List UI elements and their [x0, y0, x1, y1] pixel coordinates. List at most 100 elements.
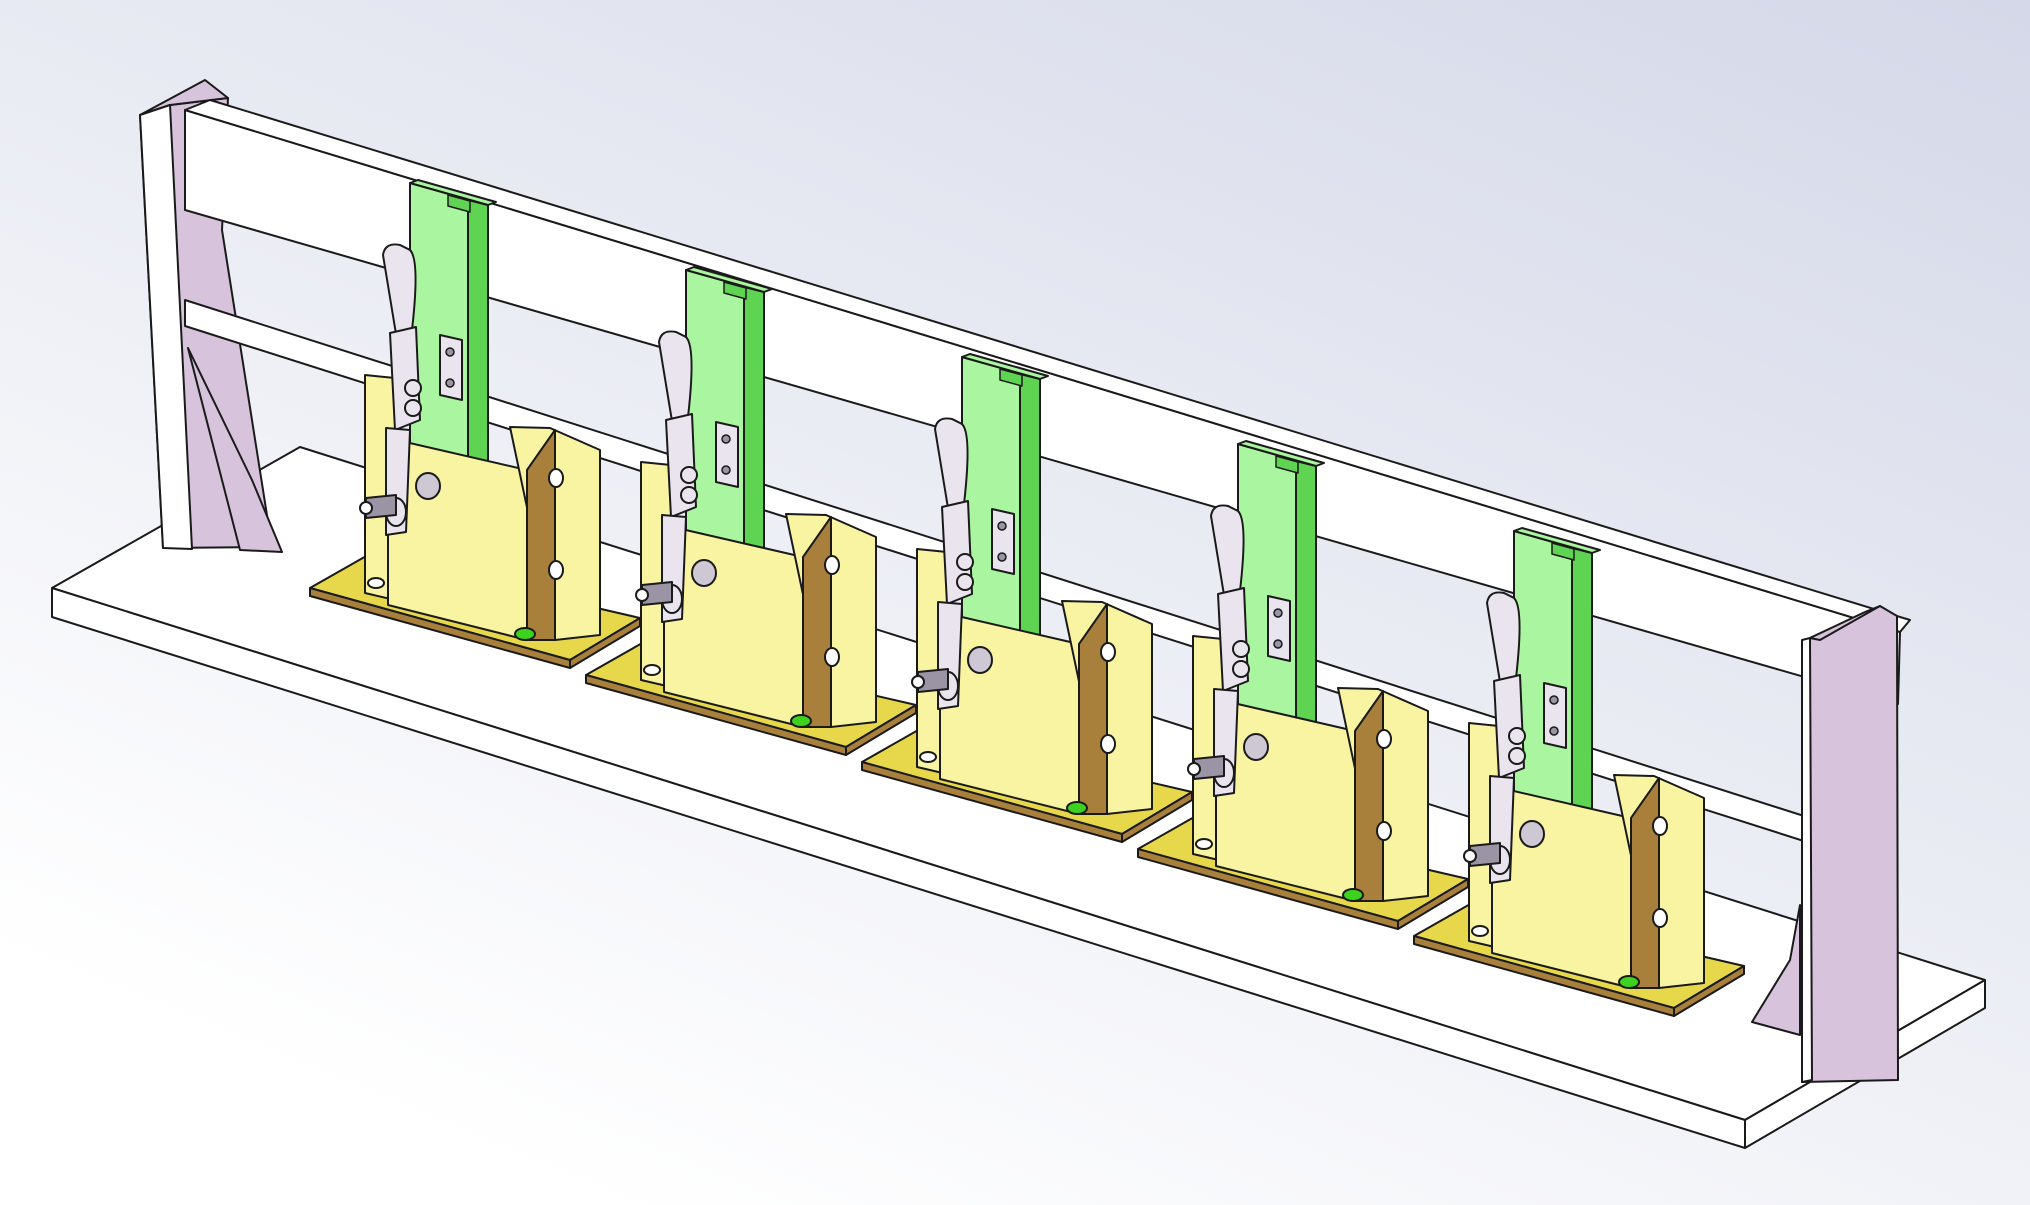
clamp-mount-plate	[439, 334, 463, 401]
end-frame-right-top	[1809, 605, 1881, 641]
bracket-hole	[548, 468, 564, 488]
clamp-spindle-tip	[911, 675, 925, 689]
clamp-spindle-tip	[359, 501, 373, 515]
toggle-clamp[interactable]	[359, 243, 463, 536]
guide-bar-top	[961, 353, 1049, 380]
locating-pin[interactable]	[514, 627, 536, 641]
fixture-station[interactable]	[1137, 440, 1469, 930]
bracket[interactable]	[1137, 635, 1469, 930]
bracket-hole	[1100, 642, 1116, 662]
guide-bar-top	[685, 266, 773, 293]
bracket-hole	[824, 555, 840, 575]
end-frame-right-face	[1801, 605, 1899, 1083]
end-frame-right-gusset	[1751, 904, 1801, 1036]
end-frame-left-gusset	[187, 347, 283, 553]
bracket-hole	[824, 647, 840, 667]
clamp-rivet	[1273, 639, 1283, 649]
clamp-mount-plate	[991, 508, 1015, 575]
guide-bar-slot	[447, 194, 471, 213]
guide-bar-top	[409, 179, 497, 206]
clamp-handle	[1209, 504, 1245, 597]
clamp-handle	[657, 330, 693, 423]
locating-pin-head	[1618, 975, 1640, 989]
fixture-station[interactable]	[309, 179, 641, 669]
clamp-rivet	[997, 552, 1007, 562]
locating-pin-head	[1066, 801, 1088, 815]
clamp-rivet	[445, 378, 455, 388]
bracket-hole	[1652, 908, 1668, 928]
bracket-hole	[1100, 734, 1116, 754]
fixture-station[interactable]	[585, 266, 917, 756]
clamp-spindle-tip	[635, 588, 649, 602]
bracket-fold	[526, 429, 556, 641]
locating-pin[interactable]	[790, 714, 812, 728]
flange-hole	[1471, 925, 1489, 937]
clamp-spindle-pad	[967, 646, 993, 674]
rail-upper-top	[184, 99, 1911, 633]
clamp-spindle-pad	[415, 472, 441, 500]
guide-bar-slot	[1275, 455, 1299, 474]
clamp-mount-plate	[715, 421, 739, 488]
clamp-mount-plate	[1267, 595, 1291, 662]
locating-pin-head	[514, 627, 536, 641]
bracket-fold	[1630, 777, 1660, 989]
bracket-fold	[1354, 690, 1384, 902]
clamp-rivet	[721, 434, 731, 444]
clamp-pivot	[1508, 747, 1526, 765]
toggle-clamp[interactable]	[911, 417, 1015, 710]
fixture-station-group	[309, 179, 1745, 1017]
fixture-station[interactable]	[861, 353, 1193, 843]
clamp-pivot	[1508, 727, 1526, 745]
clamp-spindle-pad	[1243, 733, 1269, 761]
clamp-pivot	[1232, 640, 1250, 658]
guide-bar-slot	[723, 281, 747, 300]
end-frame-right[interactable]	[1751, 605, 1899, 1083]
flange-hole	[919, 751, 937, 763]
locating-pin-head	[1342, 888, 1364, 902]
clamp-pivot	[1232, 660, 1250, 678]
toggle-clamp[interactable]	[1187, 504, 1291, 797]
bracket[interactable]	[309, 374, 641, 669]
clamp-rivet	[721, 465, 731, 475]
clamp-pivot	[404, 379, 422, 397]
clamp-mount-plate	[1543, 682, 1567, 749]
locating-pin[interactable]	[1618, 975, 1640, 989]
clamp-handle	[381, 243, 417, 336]
bracket[interactable]	[585, 461, 917, 756]
clamp-rivet	[1549, 695, 1559, 705]
clamp-spindle-pad	[691, 559, 717, 587]
clamp-rivet	[445, 347, 455, 357]
clamp-spindle-tip	[1187, 762, 1201, 776]
clamp-handle	[933, 417, 969, 510]
clamp-pivot	[680, 466, 698, 484]
locating-pin[interactable]	[1342, 888, 1364, 902]
bracket-fold	[1078, 603, 1108, 815]
guide-bar-top	[1237, 440, 1325, 467]
clamp-pivot	[680, 486, 698, 504]
clamp-rivet	[1273, 608, 1283, 618]
end-frame-right-edge	[1801, 637, 1813, 1083]
bracket[interactable]	[1413, 722, 1745, 1017]
bracket-flange-side	[1673, 965, 1745, 1017]
locating-pin[interactable]	[1066, 801, 1088, 815]
clamp-pivot	[956, 553, 974, 571]
toggle-clamp[interactable]	[1463, 591, 1567, 884]
bracket-fold	[802, 516, 832, 728]
clamp-pivot	[404, 399, 422, 417]
bracket-hole	[548, 560, 564, 580]
bracket-hole	[1376, 729, 1392, 749]
clamp-spindle-pad	[1519, 820, 1545, 848]
locating-pin-head	[790, 714, 812, 728]
flange-hole	[1195, 838, 1213, 850]
toggle-clamp[interactable]	[635, 330, 739, 623]
bracket-hole	[1376, 821, 1392, 841]
flange-hole	[643, 664, 661, 676]
clamp-spindle-tip	[1463, 849, 1477, 863]
guide-bar-slot	[999, 368, 1023, 387]
clamp-rivet	[997, 521, 1007, 531]
fixture-station[interactable]	[1413, 527, 1745, 1017]
guide-bar-top	[1513, 527, 1601, 554]
bracket-hole	[1652, 816, 1668, 836]
